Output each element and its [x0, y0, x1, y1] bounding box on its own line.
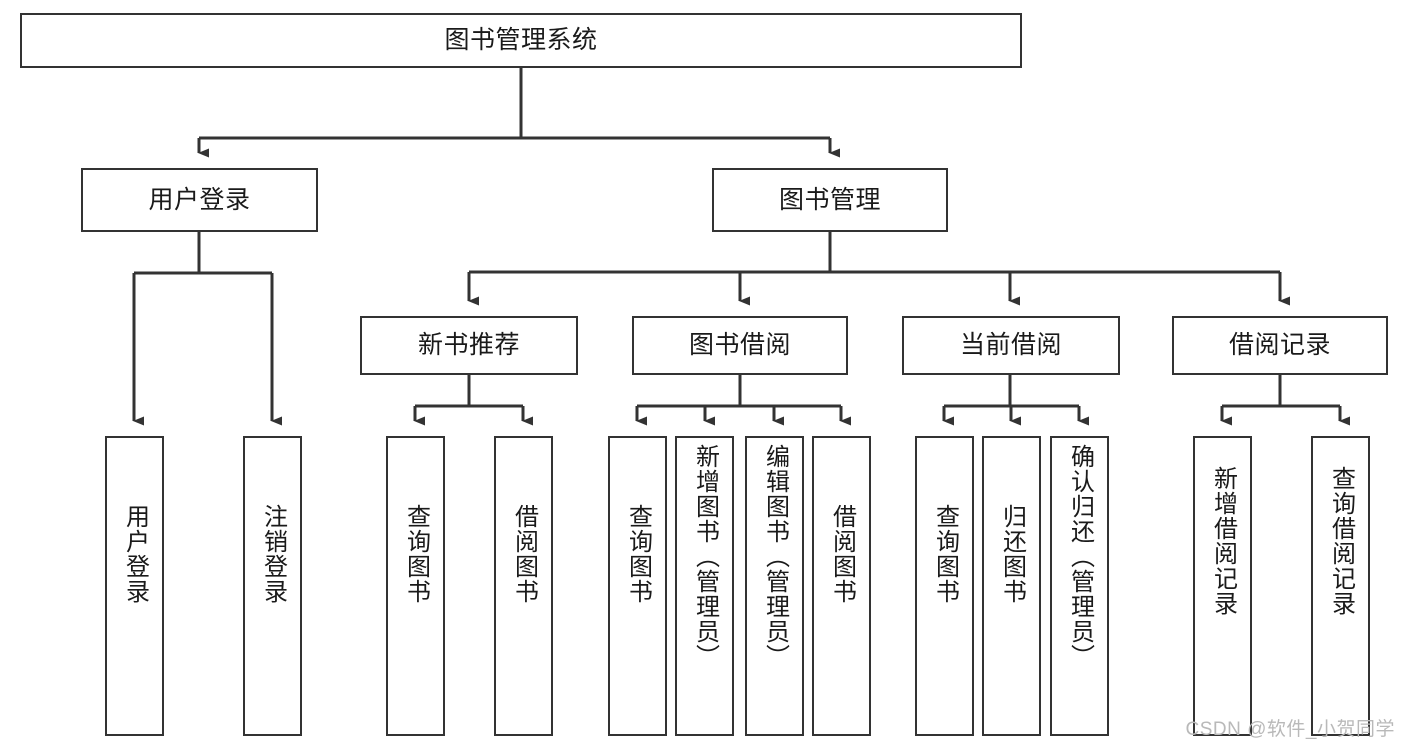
node-root[interactable]: 图书管理系统 [20, 13, 1022, 68]
node-leaf-query-book-1[interactable]: 查询图书 [386, 436, 445, 736]
node-leaf-borrow-book-1-label: 借阅图书 [510, 504, 538, 604]
node-leaf-confirm-return-label: 确认归还（管理员） [1066, 444, 1094, 669]
node-leaf-return-book[interactable]: 归还图书 [982, 436, 1041, 736]
node-current-borrow[interactable]: 当前借阅 [902, 316, 1120, 375]
node-current-borrow-label: 当前借阅 [959, 331, 1062, 359]
node-leaf-query-book-2[interactable]: 查询图书 [608, 436, 667, 736]
node-leaf-add-book[interactable]: 新增图书（管理员） [675, 436, 734, 736]
node-borrow-record[interactable]: 借阅记录 [1172, 316, 1388, 375]
node-leaf-confirm-return[interactable]: 确认归还（管理员） [1050, 436, 1109, 736]
node-book-borrow-label: 图书借阅 [688, 331, 791, 359]
node-leaf-add-record[interactable]: 新增借阅记录 [1193, 436, 1252, 736]
node-leaf-add-record-label: 新增借阅记录 [1209, 466, 1237, 616]
node-book-manage-label: 图书管理 [778, 185, 881, 214]
node-leaf-user-login[interactable]: 用户登录 [105, 436, 164, 736]
node-leaf-query-book-3[interactable]: 查询图书 [915, 436, 974, 736]
node-new-book-recommend-label: 新书推荐 [417, 331, 520, 359]
node-leaf-query-book-3-label: 查询图书 [931, 504, 959, 604]
node-user-login-label: 用户登录 [148, 185, 251, 214]
csdn-watermark: CSDN @软件_小贺同学 [1185, 719, 1395, 740]
node-leaf-logout[interactable]: 注销登录 [243, 436, 302, 736]
node-leaf-borrow-book-1[interactable]: 借阅图书 [494, 436, 553, 736]
node-book-borrow[interactable]: 图书借阅 [632, 316, 848, 375]
node-leaf-query-book-2-label: 查询图书 [624, 504, 652, 604]
node-leaf-borrow-book-2-label: 借阅图书 [828, 504, 856, 604]
node-leaf-edit-book[interactable]: 编辑图书（管理员） [745, 436, 804, 736]
node-leaf-user-login-label: 用户登录 [121, 504, 149, 604]
node-borrow-record-label: 借阅记录 [1228, 331, 1331, 359]
node-leaf-edit-book-label: 编辑图书（管理员） [761, 444, 789, 669]
node-leaf-borrow-book-2[interactable]: 借阅图书 [812, 436, 871, 736]
node-leaf-query-book-1-label: 查询图书 [402, 504, 430, 604]
node-user-login[interactable]: 用户登录 [81, 168, 318, 232]
node-leaf-logout-label: 注销登录 [259, 504, 287, 604]
node-new-book-recommend[interactable]: 新书推荐 [360, 316, 578, 375]
node-leaf-query-record[interactable]: 查询借阅记录 [1311, 436, 1370, 736]
node-leaf-add-book-label: 新增图书（管理员） [691, 444, 719, 669]
node-leaf-return-book-label: 归还图书 [998, 504, 1026, 604]
node-leaf-query-record-label: 查询借阅记录 [1327, 466, 1355, 616]
node-book-manage[interactable]: 图书管理 [712, 168, 948, 232]
node-root-label: 图书管理系统 [444, 26, 598, 54]
